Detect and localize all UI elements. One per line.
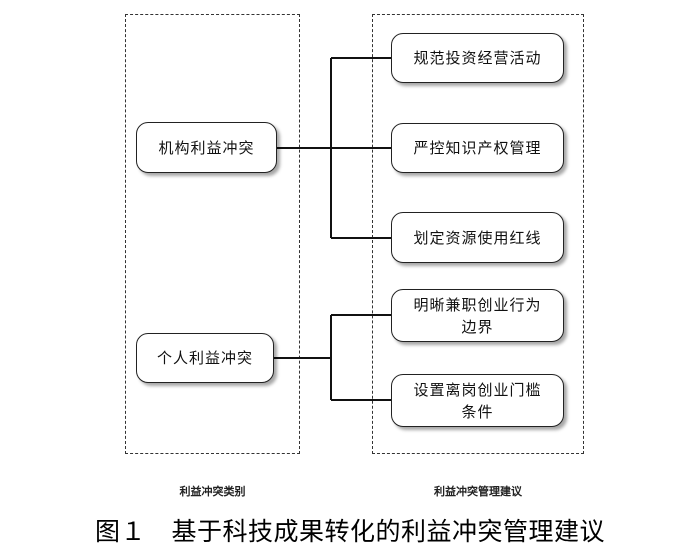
suggestion-node-parttime-boundary: 明晰兼职创业行为边界	[391, 289, 564, 342]
category-node-label: 机构利益冲突	[158, 138, 255, 157]
suggestion-node-label: 规范投资经营活动	[413, 49, 542, 67]
category-node-label: 个人利益冲突	[156, 349, 253, 367]
category-node-individual: 个人利益冲突	[136, 333, 274, 383]
suggestion-node-label: 划定资源使用红线	[413, 228, 542, 247]
suggestion-node-ip-management: 严控知识产权管理	[391, 123, 564, 173]
suggestion-node-leave-threshold: 设置离岗创业门槛条件	[391, 374, 564, 427]
suggestion-node-label: 设置离岗创业门槛条件	[413, 380, 542, 421]
suggestion-node-label: 严控知识产权管理	[413, 139, 542, 157]
suggestion-node-resource-redline: 划定资源使用红线	[391, 212, 564, 263]
figure-caption: 图１ 基于科技成果转化的利益冲突管理建议	[94, 517, 605, 546]
categories-group-label: 利益冲突类别	[179, 485, 246, 498]
categories-group-frame	[125, 14, 300, 454]
suggestions-group-frame	[372, 14, 584, 454]
suggestion-node-label: 明晰兼职创业行为边界	[413, 295, 542, 336]
suggestion-node-investment: 规范投资经营活动	[391, 33, 564, 83]
category-node-institutional: 机构利益冲突	[136, 122, 277, 173]
suggestions-group-label: 利益冲突管理建议	[434, 485, 522, 498]
